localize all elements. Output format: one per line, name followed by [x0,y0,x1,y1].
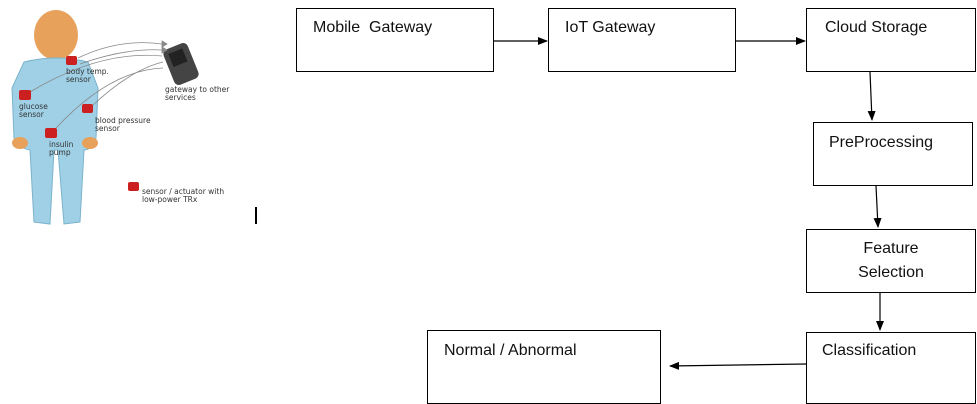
preprocessing-label: PreProcessing [829,134,934,151]
person-head [34,10,78,60]
arrow-cloud-to-preprocessing [867,71,876,121]
box-iot-gateway: IoT Gateway [548,8,736,72]
label-glucose: glucose sensor [19,102,48,119]
box-preprocessing: PreProcessing [813,122,973,186]
box-feature-selection: Feature Selection [806,229,976,293]
legend-sensor-icon [128,182,139,191]
body-temp-sensor-icon [66,56,77,65]
label-body-temp: body temp. sensor [66,67,109,84]
mobile-gateway-label: Mobile Gateway [313,19,433,36]
label-legend: sensor / actuator with low-power TRx [142,187,225,204]
feature-label-line1: Feature [863,240,919,257]
text-cursor-mark [255,207,257,224]
wireless-link-lines [29,40,168,129]
insulin-pump-icon [45,128,57,138]
feature-label-line2: Selection [858,264,924,281]
arrow-preprocessing-to-feature [873,185,882,228]
cloud-storage-label: Cloud Storage [825,19,928,36]
classification-label: Classification [822,342,917,359]
phone-icon [163,43,199,85]
label-blood-pressure: blood pressure sensor [95,116,151,133]
box-classification: Classification [806,332,976,404]
label-insulin: insulin pump [49,140,74,157]
box-cloud-storage: Cloud Storage [806,8,976,72]
wban-illustration [11,10,199,225]
normal-abnormal-label: Normal / Abnormal [444,342,577,359]
box-normal-abnormal: Normal / Abnormal [427,330,661,404]
arrow-classification-to-result [669,361,807,370]
box-mobile-gateway: Mobile Gateway [296,8,494,72]
sensor-icons [19,56,139,191]
person-hand-right [82,137,98,149]
label-gateway: gateway to other services [165,85,230,102]
person-hand-left [12,137,28,149]
iot-gateway-label: IoT Gateway [565,19,656,36]
glucose-sensor-icon [19,90,31,100]
blood-pressure-sensor-icon [82,104,93,113]
